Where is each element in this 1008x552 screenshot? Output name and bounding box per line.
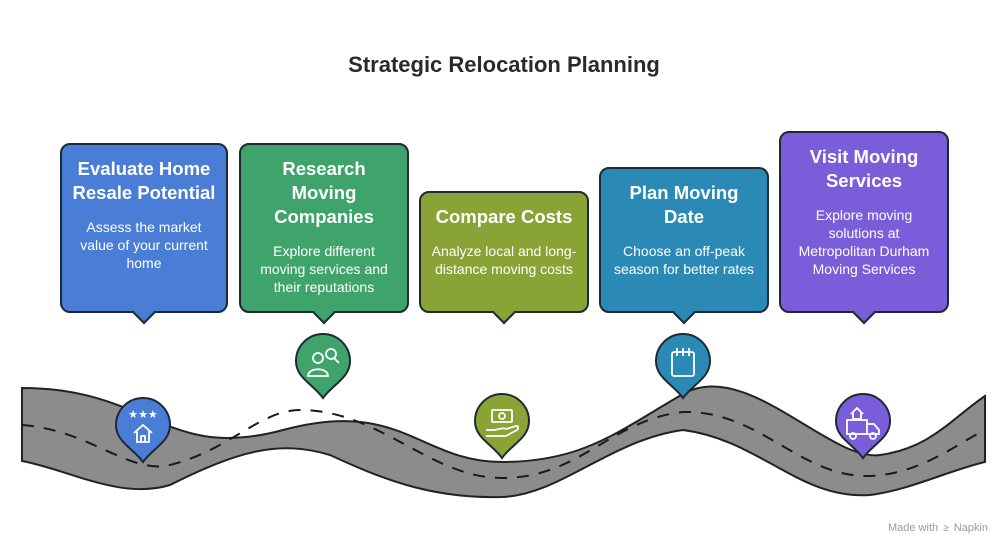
marker-5	[834, 393, 892, 460]
step-description: Explore different moving services and th…	[260, 243, 388, 295]
money-hand-icon	[486, 409, 519, 437]
marker-4	[654, 333, 712, 400]
step-card-research: Research Moving Companies Explore differ…	[239, 143, 409, 313]
step-description: Choose an off-peak season for better rat…	[613, 243, 755, 277]
step-card-plan-date: Plan Moving Date Choose an off-peak seas…	[599, 167, 769, 313]
calendar-icon	[671, 348, 695, 377]
watermark-brand: Napkin	[953, 522, 988, 534]
road	[21, 385, 986, 499]
marker-2	[294, 333, 352, 400]
step-card-compare: Compare Costs Analyze local and long-dis…	[419, 191, 589, 313]
svg-text:★★★: ★★★	[128, 408, 158, 421]
step-title: Visit Moving Services	[809, 146, 919, 191]
step-card-visit: Visit Moving Services Explore moving sol…	[779, 131, 949, 313]
step-card-evaluate: Evaluate Home Resale Potential Assess th…	[60, 143, 228, 313]
step-title: Evaluate Home Resale Potential	[72, 158, 216, 203]
moving-truck-icon	[846, 406, 880, 440]
step-description: Assess the market value of your current …	[80, 219, 208, 271]
step-title: Research Moving Companies	[274, 158, 374, 227]
step-title: Plan Moving Date	[629, 182, 739, 227]
step-title: Compare Costs	[435, 206, 573, 227]
house-stars-icon: ★★★	[128, 408, 158, 443]
step-description: Analyze local and long-distance moving c…	[431, 243, 577, 277]
napkin-logo-icon: ≥	[943, 523, 949, 534]
watermark-prefix: Made with	[887, 522, 939, 534]
napkin-watermark[interactable]: Made with ≥ Napkin	[888, 522, 988, 534]
people-search-icon	[307, 348, 340, 377]
step-description: Explore moving solutions at Metropolitan…	[798, 207, 930, 277]
marker-1: ★★★	[114, 397, 172, 464]
marker-3	[473, 393, 531, 460]
road-center-line	[21, 408, 986, 480]
diagram-title: Strategic Relocation Planning	[348, 52, 660, 77]
